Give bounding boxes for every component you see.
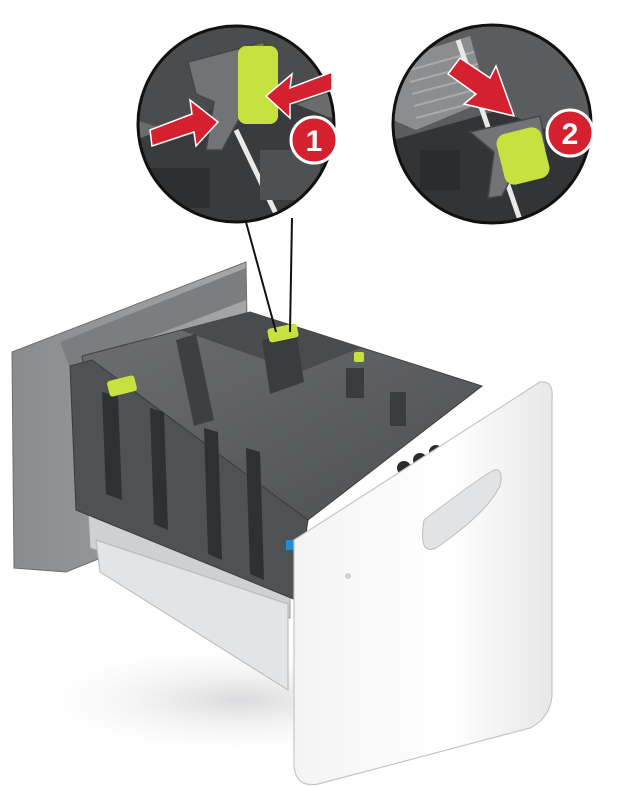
- tray-rail-lower: [95, 539, 289, 691]
- step-badge-2: 2: [545, 108, 595, 158]
- step-badge-1: 1: [289, 115, 339, 165]
- callout-circle-1: [136, 24, 336, 224]
- slide-arrow: [446, 56, 516, 118]
- squeeze-arrow-left: [149, 98, 220, 148]
- green-latch-front: [107, 375, 137, 397]
- tray-front-screw: [345, 573, 351, 579]
- green-latch-side: [354, 352, 364, 362]
- tray-handle: [422, 469, 502, 550]
- blue-marker: [286, 540, 296, 550]
- tray-left-wall-inner: [60, 268, 246, 368]
- tray-guide-slots: [102, 392, 264, 580]
- tray-right-guide-2: [390, 392, 406, 426]
- callout-detail-2: 2: [391, 23, 595, 225]
- tray-right-guide: [346, 368, 364, 398]
- callout-leaders: [245, 217, 293, 333]
- callout-detail-1: 1: [136, 24, 339, 224]
- width-guide: [262, 330, 304, 394]
- paper-tray: [10, 261, 553, 786]
- step-number-1: 1: [306, 125, 323, 158]
- squeeze-arrow-right: [264, 70, 333, 120]
- step-number-2: 2: [562, 118, 579, 151]
- length-guide: [176, 334, 214, 426]
